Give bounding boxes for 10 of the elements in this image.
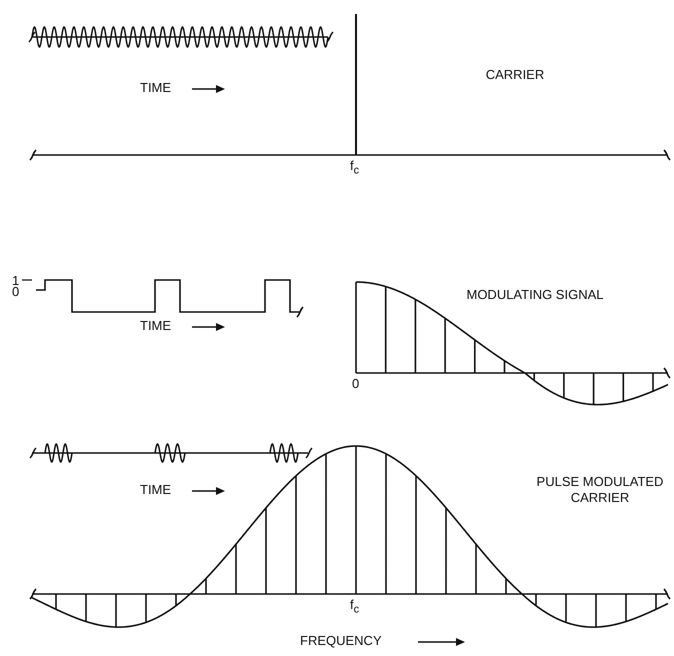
signal-label: PULSE MODULATED CARRIER: [536, 474, 664, 506]
axis-label: TIME: [140, 318, 172, 334]
axis-label: FREQUENCY: [300, 633, 382, 649]
signal-label: CARRIER: [484, 67, 546, 83]
signal-label: MODULATING SIGNAL: [465, 287, 604, 303]
axis-label: TIME: [140, 80, 172, 96]
axis-label: TIME: [140, 482, 172, 498]
frequency-label: f$_{c}$: [350, 158, 360, 179]
level-label: 0: [352, 376, 360, 392]
frequency-label: f$_{c}$: [350, 597, 360, 618]
